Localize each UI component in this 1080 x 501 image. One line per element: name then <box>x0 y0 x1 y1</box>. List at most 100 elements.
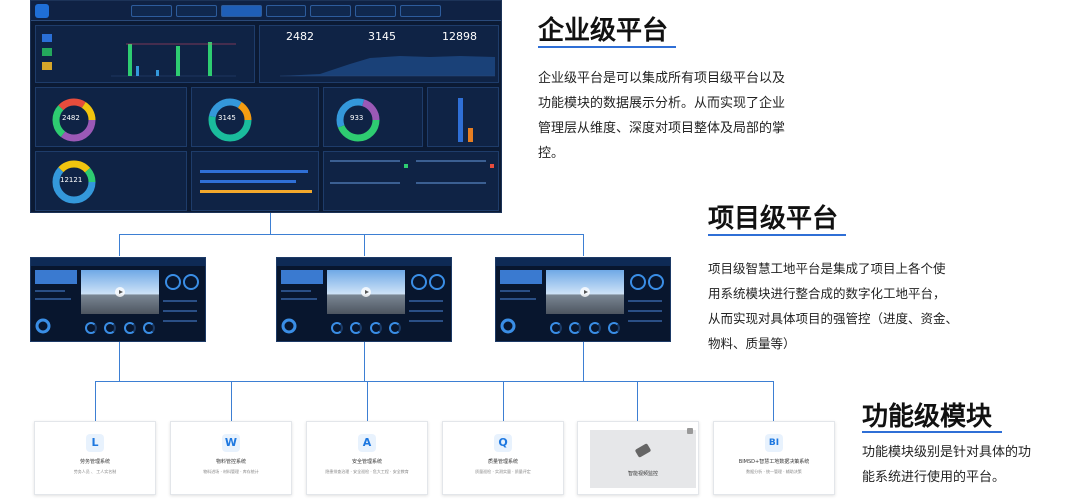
list-item <box>330 160 400 162</box>
dashboard-bar-chart <box>42 34 236 77</box>
connector-line <box>119 234 120 256</box>
dashboard-mini-icon <box>42 34 52 42</box>
text-row <box>163 310 197 312</box>
module-name: 安全管理系统 <box>351 459 382 465</box>
module-card-quality[interactable]: Q 质量管理系统 质量巡检 · 实测实量 · 质量评定 <box>442 421 564 495</box>
desc-line: 企业级平台是可以集成所有项目级平台以及 <box>538 71 786 86</box>
dashboard-panel-list <box>323 151 499 211</box>
dashboard-tab[interactable] <box>220 5 262 17</box>
project-left-panel <box>35 270 77 338</box>
dashboard-topbar <box>31 1 501 21</box>
donut-slice <box>52 98 96 142</box>
material-icon: W <box>222 434 240 452</box>
gauge <box>608 322 621 334</box>
bar <box>176 46 180 76</box>
section-title-enterprise: 企业级平台 <box>538 16 669 46</box>
dashboard-tab[interactable] <box>131 5 172 17</box>
project-dashboard-screenshot <box>276 257 452 342</box>
text-row <box>628 310 662 312</box>
site-video-preview[interactable] <box>81 270 159 314</box>
section-desc-project: 项目级智慧工地平台是集成了项目上各个使 用系统模块进行整合成的数字化工地平台， … <box>708 256 1008 356</box>
bar <box>468 128 473 142</box>
bi-icon: BI <box>765 434 783 452</box>
text-row <box>163 320 197 322</box>
dashboard-tab[interactable] <box>355 5 397 17</box>
gauge <box>389 322 402 334</box>
play-icon[interactable] <box>115 287 125 297</box>
site-video-preview[interactable] <box>327 270 405 314</box>
donut-chart <box>52 98 96 142</box>
module-card-safety[interactable]: A 安全管理系统 隐患排查治理 · 安全巡检 · 危大工程 · 安全教育 <box>306 421 428 495</box>
gauge <box>143 322 156 334</box>
project-gauges <box>81 318 159 338</box>
donut-slice <box>52 160 96 204</box>
gauge <box>123 322 136 334</box>
project-left-panel <box>281 270 323 338</box>
connector-line <box>95 381 774 382</box>
lock-icon <box>687 428 693 434</box>
list-item <box>416 160 486 162</box>
title-underline <box>862 431 1002 433</box>
bar <box>200 190 312 193</box>
desc-line: 控。 <box>538 146 565 161</box>
donut-slice <box>208 98 252 142</box>
connector-line <box>583 234 584 256</box>
labor-icon: L <box>86 434 104 452</box>
desc-line: 能系统进行使用的平台。 <box>862 470 1006 485</box>
donut-slice <box>52 98 96 142</box>
dashboard-tab[interactable] <box>265 5 307 17</box>
module-features: 数据分析 · 统一管理 · 辅助决策 <box>746 469 802 474</box>
module-features: 劳务人员 、 工人实名制 <box>73 469 117 474</box>
module-card-bi[interactable]: BI BIMSD+智慧工地数据决策系统 数据分析 · 统一管理 · 辅助决策 <box>713 421 835 495</box>
module-name: 物料管控系统 <box>215 459 246 465</box>
project-right-widgets <box>409 274 445 322</box>
module-card-video[interactable]: 智能视频监控 <box>577 421 699 495</box>
project-left-widgets <box>35 270 77 334</box>
text-row <box>281 290 311 292</box>
connector-line <box>119 342 120 382</box>
dashboard-tab[interactable] <box>310 5 352 17</box>
project-left-widgets <box>281 270 323 334</box>
desc-line: 管理层从维度、深度对项目整体及局部的掌 <box>538 121 786 136</box>
project-right-widgets <box>628 274 664 322</box>
section-desc-enterprise: 企业级平台是可以集成所有项目级平台以及 功能模块的数据展示分析。从而实现了企业 … <box>538 66 828 166</box>
module-features: 质量巡检 · 实测实量 · 质量评定 <box>475 469 531 474</box>
text-row <box>409 310 443 312</box>
gauge <box>369 322 382 334</box>
donut-chart <box>336 98 380 142</box>
text-row <box>35 298 71 300</box>
project-right-panel <box>405 270 447 338</box>
connector-line <box>773 381 774 421</box>
dashboard-panel-stats: 2482 3145 12898 <box>259 25 499 83</box>
mini-gauge <box>183 274 199 290</box>
site-video-preview[interactable] <box>546 270 624 314</box>
dashboard-tab[interactable] <box>400 5 442 17</box>
enterprise-dashboard-screenshot: 2482 3145 12898 2482 3145 933 <box>30 0 502 213</box>
module-card-labor[interactable]: L 劳务管理系统 劳务人员 、 工人实名制 <box>34 421 156 495</box>
section-title-project: 项目级平台 <box>708 204 839 234</box>
play-icon[interactable] <box>361 287 371 297</box>
mini-donut <box>281 318 297 334</box>
donut-slice <box>52 98 96 142</box>
play-icon[interactable] <box>580 287 590 297</box>
mini-gauge <box>165 274 181 290</box>
bar <box>156 70 159 76</box>
module-features: 物料进场 · 材料管理 · 库存统计 <box>203 469 259 474</box>
module-name: 智能视频监控 <box>627 471 658 477</box>
text-row <box>281 298 317 300</box>
title-underline <box>708 234 846 236</box>
stat-value: 2482 <box>286 30 314 43</box>
mini-donut <box>35 318 51 334</box>
gauge <box>588 322 601 334</box>
dashboard-tab[interactable] <box>175 5 217 17</box>
safety-icon: A <box>358 434 376 452</box>
module-name: 质量管理系统 <box>487 459 518 465</box>
quality-icon: Q <box>494 434 512 452</box>
bar <box>200 170 308 173</box>
dashboard-panel-donut-4: 12121 <box>35 151 187 211</box>
connector-line <box>367 381 368 421</box>
module-card-material[interactable]: W 物料管控系统 物料进场 · 材料管理 · 库存统计 <box>170 421 292 495</box>
gauge <box>104 322 117 334</box>
project-dashboard-screenshot <box>30 257 206 342</box>
thumbnail <box>35 270 77 284</box>
